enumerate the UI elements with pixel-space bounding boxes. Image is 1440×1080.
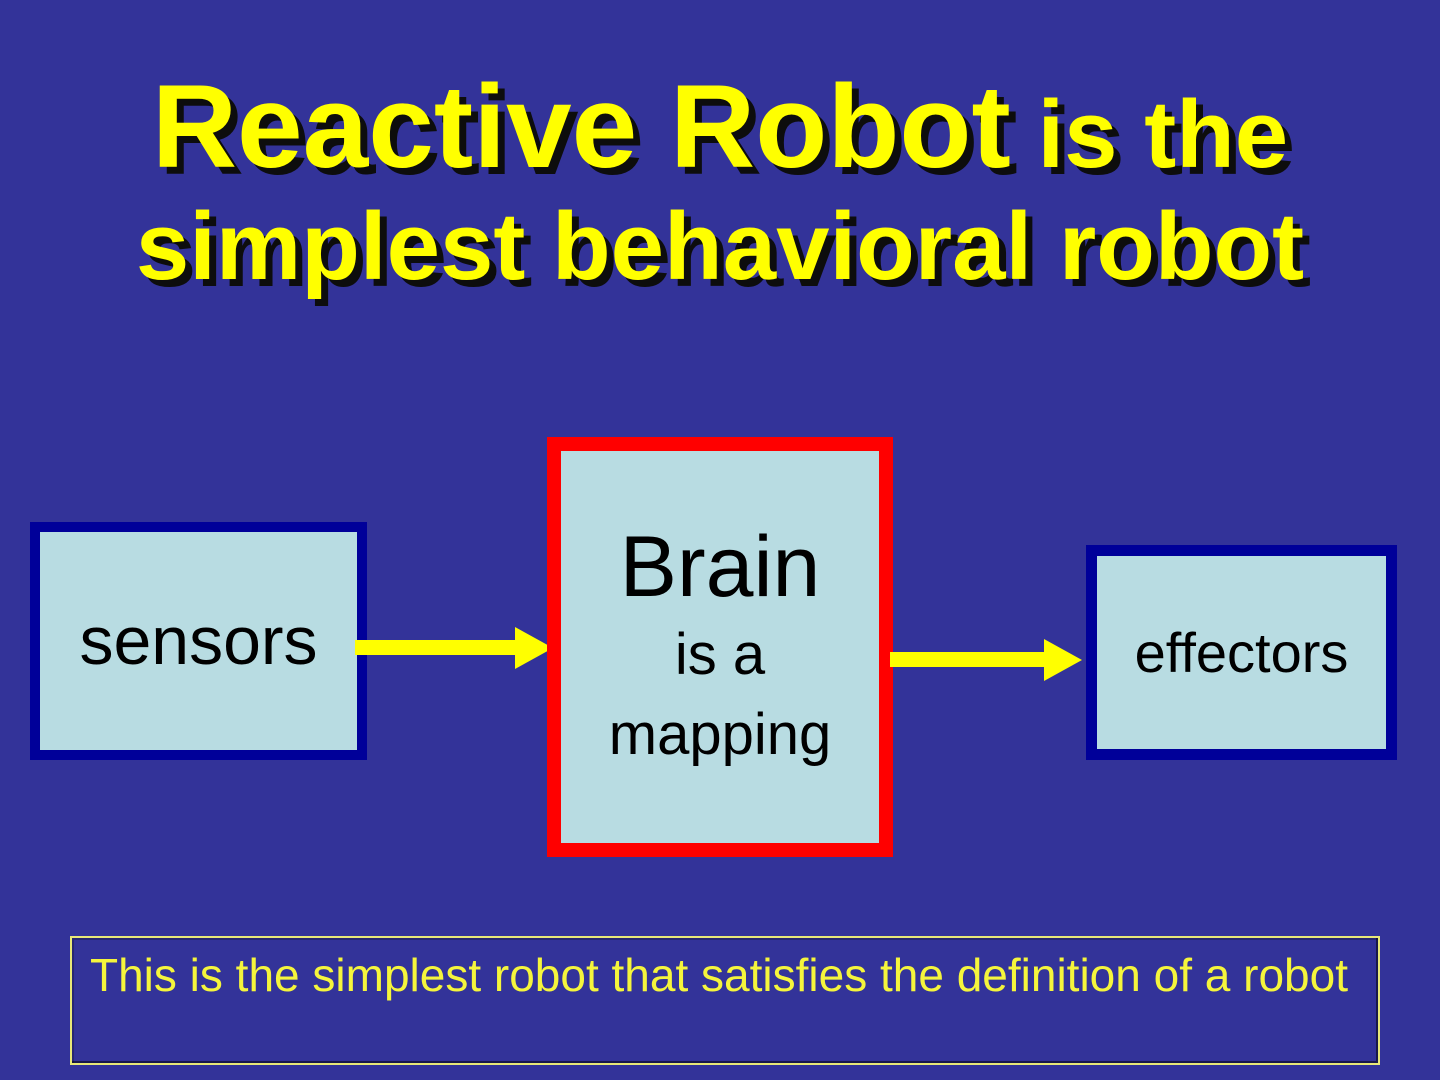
title-suffix-text: is the <box>1010 81 1289 188</box>
effectors-label: effectors <box>1134 621 1349 684</box>
sensors-label: sensors <box>79 603 318 679</box>
slide-title-line-2: simplest behavioral robot <box>135 193 1305 300</box>
brain-label-main: Brain <box>619 518 821 615</box>
title-main-text: Reactive Robot <box>151 61 1011 193</box>
effectors-box: effectors <box>1086 545 1397 760</box>
arrow-brain-to-effectors-shaft <box>890 652 1044 667</box>
brain-label-sub-1: is a <box>674 622 766 688</box>
sensors-box: sensors <box>30 522 367 760</box>
arrow-sensors-to-brain-head-icon <box>515 627 553 669</box>
arrow-sensors-to-brain-shaft <box>355 640 515 655</box>
note-text: This is the simplest robot that satisfie… <box>90 949 1348 1001</box>
note-box: This is the simplest robot that satisfie… <box>70 936 1380 1065</box>
slide-title-line-1: Reactive Robot is the <box>0 68 1440 186</box>
arrow-brain-to-effectors-head-icon <box>1044 639 1082 681</box>
brain-label-sub-2: mapping <box>608 702 832 768</box>
brain-box: Brain is a mapping <box>547 437 893 857</box>
